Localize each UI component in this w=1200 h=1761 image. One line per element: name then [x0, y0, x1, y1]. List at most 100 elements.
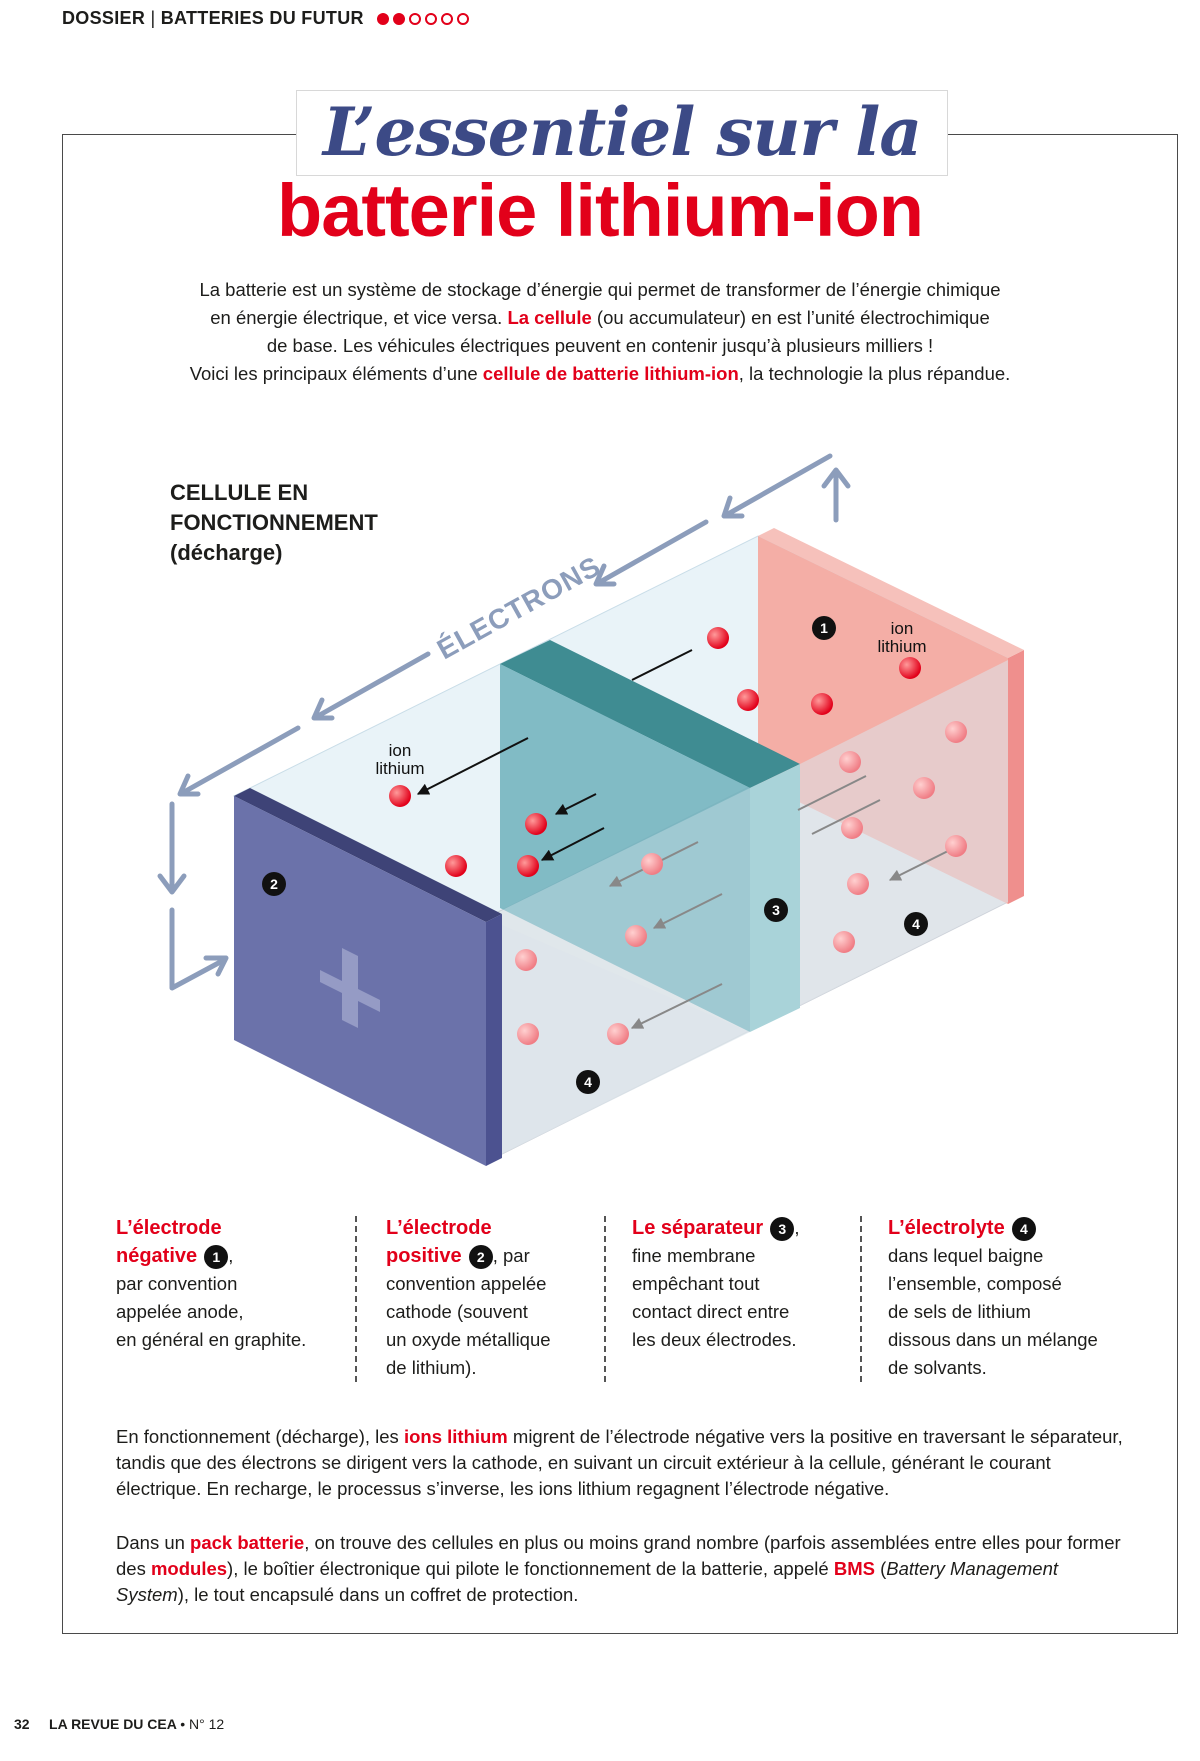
para2-g: (	[874, 1558, 887, 1579]
ion-label-right-1: ion	[891, 619, 914, 638]
page-footer: 32 LA REVUE DU CEA • N° 12	[14, 1716, 224, 1732]
electron-arrow-top-head	[821, 467, 851, 489]
highlight-modules: modules	[150, 1558, 228, 1579]
diagram-title-line-1: CELLULE EN	[170, 480, 309, 505]
progress-dot-empty	[409, 12, 422, 25]
lithium-ion	[525, 813, 547, 835]
lithium-ion	[945, 835, 967, 857]
intro-line-4: Voici les principaux éléments d’une cell…	[130, 360, 1070, 388]
intro-highlight-cellule-li-ion: cellule de batterie lithium-ion	[482, 363, 739, 384]
electron-arrow-mid	[597, 519, 709, 585]
intro-s2a: en énergie électrique, et vice versa.	[210, 307, 508, 328]
positive-electrode-side	[486, 914, 502, 1166]
highlight-ions-lithium: ions lithium	[403, 1426, 508, 1447]
pack-paragraph: Dans un pack batterie, on trouve des cel…	[116, 1530, 1136, 1608]
column-3-badge: 3	[770, 1217, 795, 1242]
para1-a: En fonctionnement (décharge), les	[116, 1426, 404, 1447]
publication-name: LA REVUE DU CEA	[49, 1716, 177, 1732]
electron-arrow-upper	[725, 453, 833, 517]
ion-path-6	[652, 893, 723, 929]
para2-c: , on trouve des cellules en plus ou moin…	[116, 1532, 1121, 1579]
progress-dot-empty	[425, 12, 438, 25]
ion-label-left-2: lithium	[375, 759, 424, 778]
progress-dot-empty	[441, 12, 454, 25]
electron-circuit-arrows	[157, 453, 851, 991]
battery-cell-diagram: ÉLECTRONS	[157, 453, 1024, 1166]
electron-arrow-down-head	[157, 873, 187, 895]
lithium-ion	[833, 931, 855, 953]
lithium-ion	[945, 721, 967, 743]
badge-4-right: 4	[912, 916, 920, 932]
para2-i: ), le tout encapsulé dans un coffret de …	[177, 1584, 579, 1605]
lithium-ion	[517, 1023, 539, 1045]
page-number: 32	[14, 1716, 30, 1732]
operation-paragraph: En fonctionnement (décharge), les ions l…	[116, 1424, 1136, 1502]
para2-a: Dans un	[116, 1532, 191, 1553]
column-3-head-line: Le séparateur 3,	[632, 1214, 842, 1242]
diagram-title-line-2: FONCTIONNEMENT	[170, 510, 378, 535]
electron-arrow-left-head	[177, 773, 201, 797]
lithium-ion	[899, 657, 921, 679]
badge-1: 1	[820, 620, 828, 636]
column-divider	[860, 1216, 862, 1382]
highlight-bms: BMS	[833, 1558, 875, 1579]
column-1-head-line: négative 1,	[116, 1242, 356, 1270]
column-1-line-1: par convention	[116, 1273, 238, 1294]
intro-line-3: de base. Les véhicules électriques peuve…	[130, 332, 1070, 360]
electron-arrow-bottom	[169, 907, 227, 991]
column-3-line-4: les deux électrodes.	[632, 1329, 797, 1350]
intro-s4c: , la technologie la plus répandue.	[738, 363, 1011, 384]
progress-dot-filled	[393, 12, 406, 25]
separator-face	[750, 764, 800, 1032]
lithium-ion	[641, 853, 663, 875]
column-separator: Le séparateur 3, fine membrane empêchant…	[632, 1214, 842, 1354]
ion-path-2	[554, 793, 597, 815]
progress-dot-empty	[457, 12, 470, 25]
lithium-ion	[625, 925, 647, 947]
plus-icon	[320, 948, 380, 1028]
positive-electrode-top	[234, 788, 502, 922]
lithium-ion	[607, 1023, 629, 1045]
intro-text: La batterie est un système de stockage d…	[130, 276, 1070, 388]
column-2-head-2: positive	[386, 1245, 462, 1267]
lithium-ion	[841, 817, 863, 839]
column-2-line-4: de lithium).	[386, 1357, 477, 1378]
badge-2: 2	[270, 876, 278, 892]
diagram-badges: 1 2 3 4 4	[262, 616, 928, 1094]
column-4-line-5: de solvants.	[888, 1357, 987, 1378]
column-1-after-badge: ,	[228, 1245, 234, 1266]
title-box	[296, 90, 948, 176]
column-3-head-1: Le séparateur	[632, 1217, 764, 1239]
lithium-ion	[913, 777, 935, 799]
issue-number: N° 12	[189, 1716, 225, 1732]
electron-arrow-low	[315, 651, 431, 719]
intro-s1: La batterie est un système de stockage d…	[199, 279, 1001, 300]
positive-electrode	[234, 788, 502, 1166]
electron-arrow-left	[181, 725, 301, 795]
column-1-badge: 1	[204, 1245, 229, 1270]
column-4-line-4: dissous dans un mélange	[888, 1329, 1098, 1350]
column-2-line-2: cathode (souvent	[386, 1301, 528, 1322]
ion-path-10	[811, 799, 881, 835]
column-positive-electrode: L’électrode positive 2, par convention a…	[386, 1214, 606, 1382]
diagram-title: CELLULE EN FONCTIONNEMENT (décharge)	[170, 478, 378, 568]
intro-s3: de base. Les véhicules électriques peuve…	[266, 335, 934, 356]
section-topic: BATTERIES DU FUTUR	[160, 8, 364, 28]
separator-front	[500, 664, 750, 1032]
footer-bullet: •	[180, 1716, 186, 1732]
intro-line-2: en énergie électrique, et vice versa. La…	[130, 304, 1070, 332]
badge-3: 3	[772, 902, 780, 918]
ion-path-1	[416, 737, 529, 795]
lithium-ion	[737, 689, 759, 711]
column-2-head-1: L’électrode	[386, 1217, 492, 1239]
para2-e: ), le boîtier électronique qui pilote le…	[227, 1558, 834, 1579]
column-3-line-2: empêchant tout	[632, 1273, 760, 1294]
column-1-head-2: négative	[116, 1245, 198, 1267]
lithium-ion	[707, 627, 729, 649]
para1-c: migrent de l’électrode négative vers la …	[116, 1426, 1123, 1499]
column-2-line-1: convention appelée	[386, 1273, 547, 1294]
lithium-ion	[847, 873, 869, 895]
ion-path-7	[630, 983, 723, 1029]
column-3-line-3: contact direct entre	[632, 1301, 790, 1322]
electron-arrow-mid-head	[593, 563, 617, 587]
